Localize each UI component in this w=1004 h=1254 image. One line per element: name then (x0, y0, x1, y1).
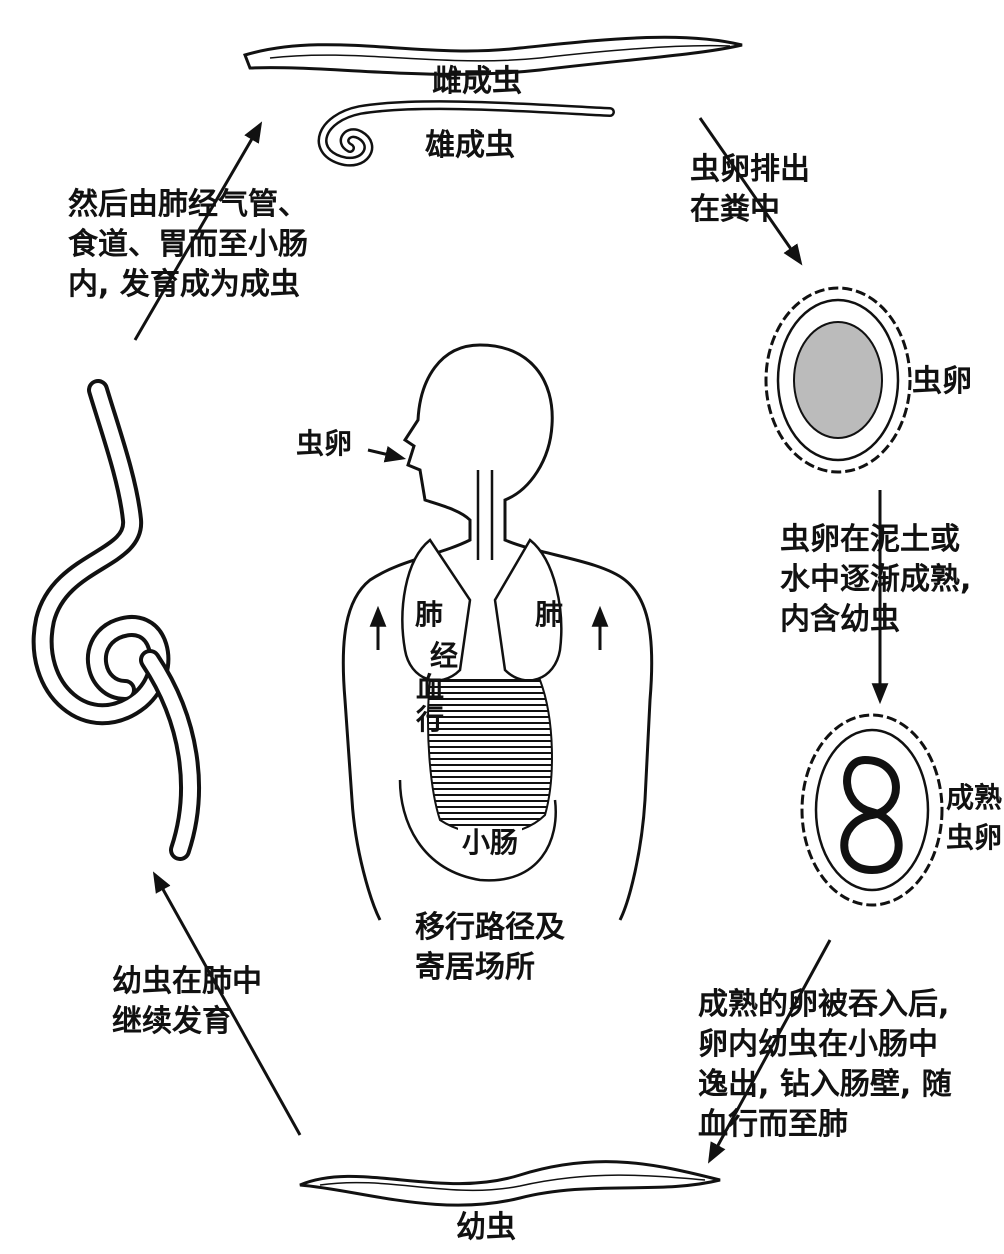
lung-right-label: 肺 (535, 598, 563, 632)
arrow-mouth-egg (368, 450, 402, 458)
egg-label: 虫卵 (912, 362, 972, 402)
swallowed-label: 成熟的卵被吞入后, 卵内幼虫在小肠中 逸出, 钻入肠壁, 随 血行而至肺 (698, 985, 952, 1145)
larva-in-lung-illustration (43, 390, 190, 850)
larva-label: 幼虫 (456, 1208, 516, 1248)
eggs-excreted-label: 虫卵排出 在粪中 (690, 150, 810, 230)
to-intestine-label: 然后由肺经气管、 食道、胃而至小肠 内, 发育成为成虫 (68, 185, 308, 305)
larva-illustration (300, 1162, 720, 1205)
small-intestine-label: 小肠 (458, 826, 522, 860)
egg-matures-label: 虫卵在泥土或 水中逐渐成熟, 内含幼虫 (780, 520, 971, 640)
lung-development-label: 幼虫在肺中 继续发育 (112, 962, 262, 1042)
mature-egg-illustration (802, 715, 942, 905)
lung-left-label: 肺 (415, 598, 443, 632)
egg-illustration (766, 288, 910, 472)
mature-egg-label: 成熟 虫卵 (946, 778, 1002, 858)
male-adult-label: 雄成虫 (425, 126, 515, 166)
via-blood-label: 经 血 行 (416, 640, 458, 736)
female-adult-label: 雌成虫 (432, 62, 522, 102)
mouth-egg-label: 虫卵 (296, 424, 352, 464)
body-caption: 移行路径及 寄居场所 (415, 908, 565, 988)
